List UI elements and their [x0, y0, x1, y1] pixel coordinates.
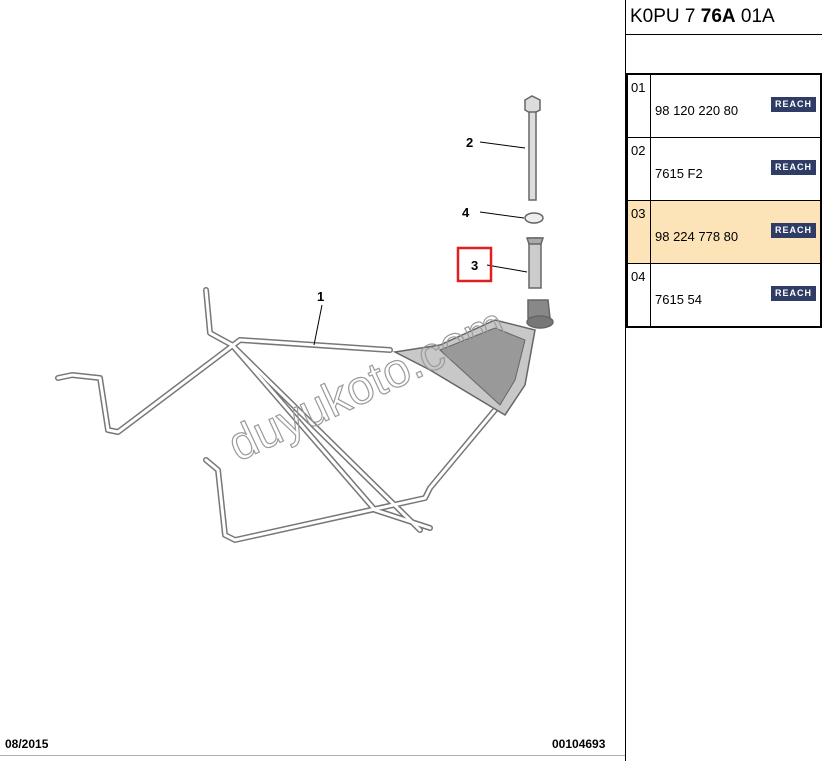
footer-rule [0, 755, 625, 756]
callout-4[interactable]: 4 [462, 205, 470, 220]
leader-lines [313, 141, 528, 346]
reach-badge: REACH [771, 160, 816, 175]
reach-badge: REACH [771, 97, 816, 112]
ref-bold: 76A [700, 6, 736, 27]
clamp-nut [525, 237, 554, 329]
part-number[interactable]: 98 224 778 80 [655, 229, 739, 244]
ref-prefix: K0PU 7 [630, 6, 701, 27]
part-row[interactable]: 04 7615 54 REACH [628, 264, 820, 328]
plate-shadow [439, 327, 526, 406]
part-index: 03 [628, 201, 651, 263]
footer-code: 00104693 [552, 737, 606, 751]
ref-suffix: 01A [735, 6, 775, 27]
part-index: 01 [628, 75, 651, 137]
part-index: 02 [628, 138, 651, 200]
part-row[interactable]: 01 98 120 220 80 REACH [628, 75, 820, 138]
part-row-selected[interactable]: 03 98 224 778 80 REACH [628, 201, 820, 264]
divider [625, 0, 626, 761]
reach-badge: REACH [771, 286, 816, 301]
part-number[interactable]: 98 120 220 80 [655, 103, 739, 118]
part-number[interactable]: 7615 F2 [655, 166, 703, 181]
part-index: 04 [628, 264, 651, 326]
footer-date: 08/2015 [5, 737, 49, 751]
part-number[interactable]: 7615 54 [655, 292, 702, 307]
reference-title: K0PU 7 76A 01A [626, 0, 822, 35]
parts-diagram: 1 2 3 4 duyukoto.com [55, 95, 554, 543]
header-blank [626, 35, 822, 75]
callout-1[interactable]: 1 [317, 289, 324, 304]
reach-badge: REACH [771, 223, 816, 238]
bolt [524, 95, 541, 201]
parts-panel: K0PU 7 76A 01A 01 98 120 220 80 REACH 02… [626, 0, 822, 328]
washer [524, 212, 544, 224]
callout-3-box [456, 246, 493, 283]
callout-2[interactable]: 2 [466, 135, 473, 150]
callout-3[interactable]: 3 [471, 258, 478, 273]
parts-list: 01 98 120 220 80 REACH 02 7615 F2 REACH … [626, 75, 822, 328]
bracket-frame-inner [56, 288, 522, 542]
part-row[interactable]: 02 7615 F2 REACH [628, 138, 820, 201]
